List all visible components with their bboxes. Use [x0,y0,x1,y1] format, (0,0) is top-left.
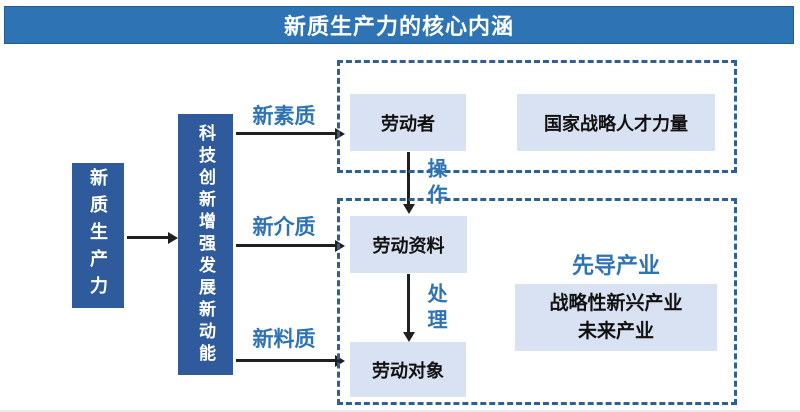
arrow-materials-to-objects [407,274,410,333]
industries-line-2: 未来产业 [577,320,654,342]
materials-node: 劳动资料 [350,216,467,273]
branch-label-new-liaozhi: 新料质 [252,328,316,351]
worker-node: 劳动者 [350,94,466,151]
workers-dashed-group [337,60,737,173]
title-bar: 新质生产力的核心内涵 [4,6,794,44]
source-node: 新质生产力 [72,163,124,308]
arrow-branch-3 [236,359,336,362]
driver-node: 科技创新增强发展新动能 [178,114,233,375]
branch-label-new-jiezhi: 新介质 [252,216,316,239]
driver-node-label: 科技创新增强发展新动能 [196,123,215,366]
arrow-branch-1 [236,132,336,135]
flow-label-operate: 操作 [424,158,446,210]
production-dashed-group [337,198,737,405]
objects-node: 劳动对象 [350,342,466,397]
industries-node: 战略性新兴产业 未来产业 [515,284,717,351]
diagram-title: 新质生产力的核心内涵 [283,14,514,39]
arrow-branch-2 [236,244,336,247]
flow-label-process: 处理 [424,283,446,335]
branch-label-new-suzhi: 新素质 [252,105,316,128]
arrow-worker-to-materials [407,152,410,205]
industries-line-1: 战略性新兴产业 [549,292,683,314]
talent-node: 国家战略人才力量 [517,94,715,151]
arrow-source-to-driver [127,236,169,239]
leading-industry-title: 先导产业 [571,253,660,278]
source-node-label: 新质生产力 [88,168,108,303]
